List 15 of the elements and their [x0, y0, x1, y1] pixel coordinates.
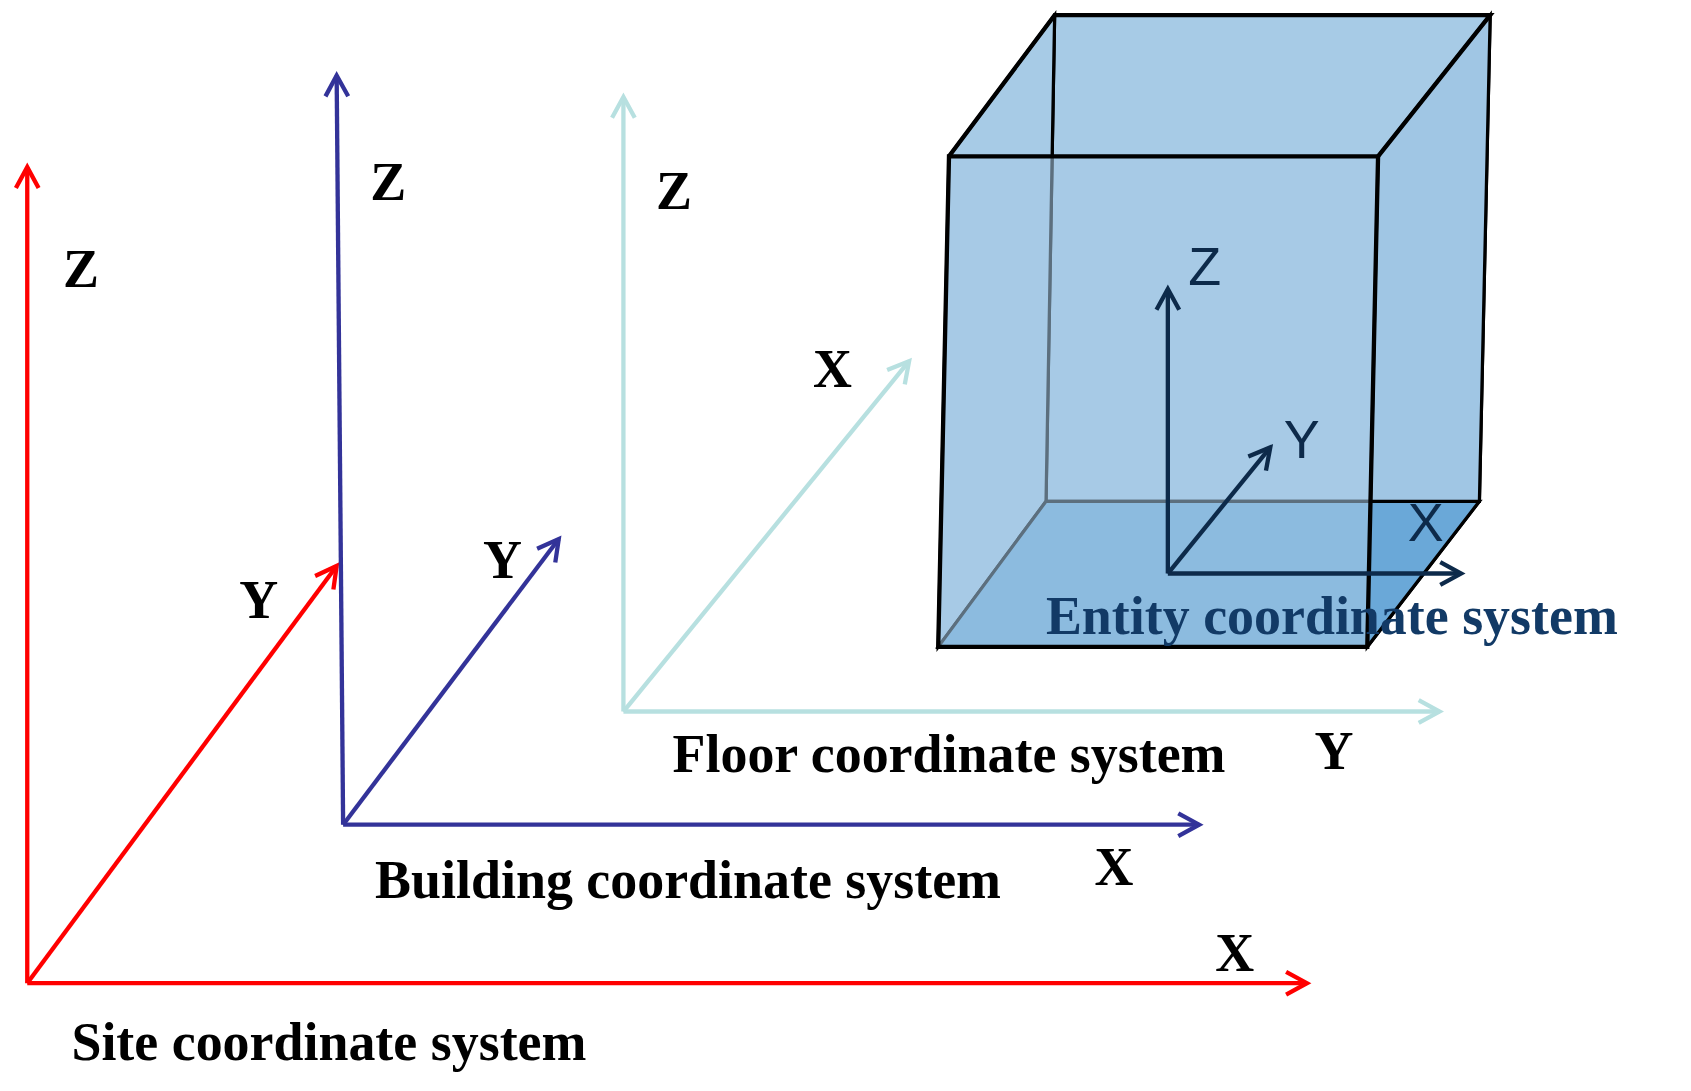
axis-label: Y: [483, 533, 522, 588]
system-label: Floor coordinate system: [672, 727, 1226, 782]
system-label: Site coordinate system: [71, 1015, 587, 1070]
axis-label: Y: [1314, 724, 1354, 779]
axis-label: Y: [1283, 413, 1320, 467]
axis-label: X: [1215, 927, 1255, 982]
axis-label: Z: [370, 156, 407, 211]
axis-label: Y: [239, 573, 279, 628]
axis-label: X: [1094, 841, 1134, 896]
axis-label: X: [813, 342, 852, 397]
axis-label: X: [1407, 496, 1444, 550]
system-label: Building coordinate system: [375, 854, 1001, 909]
axis-label: Z: [656, 165, 692, 219]
axis-label: Z: [1188, 240, 1222, 295]
axis-label: Z: [62, 242, 99, 297]
